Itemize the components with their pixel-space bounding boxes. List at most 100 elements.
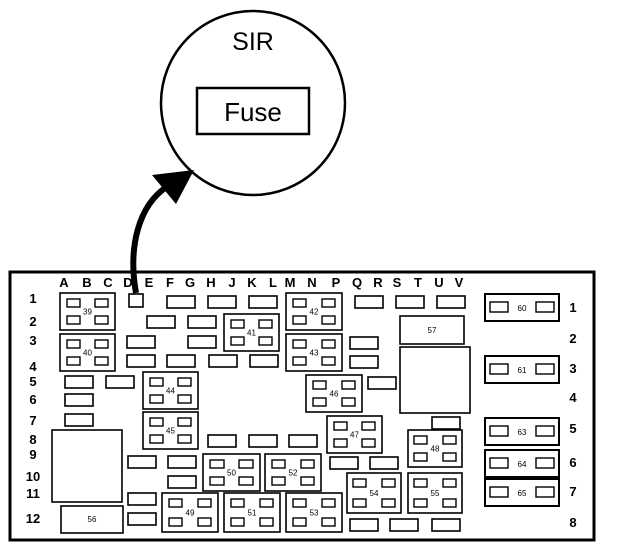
relay-40[interactable]: 40 [59, 333, 116, 372]
fuse-slot[interactable] [436, 295, 466, 309]
fuse-slot[interactable] [187, 335, 217, 349]
relay-43[interactable]: 43 [285, 333, 343, 372]
relay-55[interactable]: 55 [407, 472, 463, 514]
maxi-fuse-label: 60 [518, 304, 527, 313]
relay-54[interactable]: 54 [346, 472, 402, 514]
relay-pin [177, 377, 192, 387]
column-label-v: V [455, 275, 464, 290]
fuse-slot[interactable] [207, 295, 237, 309]
fuse-slot[interactable] [105, 375, 135, 389]
relay-44[interactable]: 44 [142, 371, 199, 410]
left-row-label: 1 [29, 291, 36, 306]
left-row-label: 4 [29, 359, 37, 374]
fuse-slot[interactable] [248, 434, 278, 448]
sir-fuse-label: Fuse [224, 97, 282, 127]
left-row-label: 3 [29, 333, 36, 348]
fuse-slot[interactable] [389, 518, 419, 532]
relay-pin [292, 517, 307, 527]
relay-52[interactable]: 52 [264, 453, 322, 492]
relay-48[interactable]: 48 [407, 429, 463, 468]
relay-pin [381, 498, 396, 508]
fuse-slot[interactable] [349, 336, 379, 350]
relay-label: 48 [431, 445, 440, 454]
relay-46[interactable]: 46 [305, 374, 363, 413]
relay-pin [66, 315, 81, 325]
relay-39[interactable]: 39 [59, 292, 116, 331]
maxi-fuse-64[interactable]: 64 [484, 449, 560, 478]
fuse-slot[interactable] [248, 295, 278, 309]
fuse-slot[interactable] [207, 434, 237, 448]
fuse-slot[interactable] [64, 393, 94, 407]
fuse-slot[interactable] [166, 295, 196, 309]
fuse-slot[interactable] [395, 295, 425, 309]
fuse-slot[interactable] [167, 455, 197, 469]
fuse-slot[interactable] [146, 315, 176, 329]
relay-58-outline[interactable] [51, 429, 123, 503]
relay-pin [66, 298, 81, 308]
fuse-slot[interactable] [127, 455, 157, 469]
column-label-l: L [269, 275, 277, 290]
fuse-slot[interactable] [349, 355, 379, 369]
relay-pin [259, 517, 274, 527]
fuse-block-outline [8, 270, 596, 542]
fuse-slot[interactable] [249, 354, 279, 368]
relay-49[interactable]: 49 [161, 492, 219, 533]
relay-pin [177, 394, 192, 404]
relay-pin [361, 438, 376, 448]
component-56[interactable] [60, 505, 124, 534]
column-label-q: Q [352, 275, 362, 290]
maxi-fuse-61[interactable]: 61 [484, 355, 560, 384]
right-row-label: 5 [569, 421, 576, 436]
column-label-p: P [332, 275, 341, 290]
sir-fuse-box[interactable] [195, 86, 311, 136]
relay-50[interactable]: 50 [202, 453, 261, 492]
relay-pin [321, 356, 336, 366]
relay-label: 39 [83, 308, 92, 317]
maxi-fuse-63[interactable]: 63 [484, 417, 560, 446]
relay-41[interactable]: 41 [223, 313, 280, 352]
fuse-slot[interactable] [369, 456, 399, 470]
relay-pin [66, 339, 81, 349]
fuse-slot[interactable] [64, 413, 94, 427]
relay-45[interactable]: 45 [142, 411, 199, 450]
relay-51[interactable]: 51 [223, 492, 281, 533]
fuse-slot[interactable] [367, 376, 397, 390]
relay-pin [168, 517, 183, 527]
relay-pin [361, 421, 376, 431]
left-row-label: 11 [26, 486, 40, 501]
fuse-slot[interactable] [187, 315, 217, 329]
relay-pin [312, 380, 327, 390]
left-row-label: 8 [29, 432, 36, 447]
fuse-slot[interactable] [431, 518, 461, 532]
fuse-slot[interactable] [431, 416, 461, 430]
fuse-slot[interactable] [354, 295, 384, 309]
fuse-slot[interactable] [208, 354, 238, 368]
relay-label: 47 [350, 431, 359, 440]
fuse-slot[interactable] [64, 375, 94, 389]
column-label-g: G [185, 275, 195, 290]
fuse-slot[interactable] [288, 434, 318, 448]
fuse-slot[interactable] [127, 512, 157, 526]
fuse-slot[interactable] [166, 354, 196, 368]
component-57[interactable] [399, 315, 465, 345]
relay-label: 49 [186, 509, 195, 518]
fuse-slot[interactable] [329, 456, 359, 470]
fuse-slot[interactable] [126, 354, 156, 368]
fuse-slot[interactable] [349, 518, 379, 532]
relay-47[interactable]: 47 [326, 415, 383, 454]
right-row-label: 2 [569, 331, 576, 346]
fuse-slot[interactable] [127, 492, 157, 506]
label-57: 57 [428, 326, 437, 335]
relay-53[interactable]: 53 [285, 492, 343, 533]
maxi-fuse-65[interactable]: 65 [484, 478, 560, 507]
relay-pin [333, 421, 348, 431]
relay-pin [341, 380, 356, 390]
maxi-fuse-60[interactable]: 60 [484, 293, 560, 322]
fuse-slot[interactable] [126, 335, 156, 349]
relay-42[interactable]: 42 [285, 292, 343, 331]
fuse-slot[interactable] [128, 293, 144, 308]
left-row-label: 5 [29, 374, 36, 389]
relay-59-outline[interactable] [399, 346, 471, 414]
fuse-slot[interactable] [167, 475, 197, 489]
